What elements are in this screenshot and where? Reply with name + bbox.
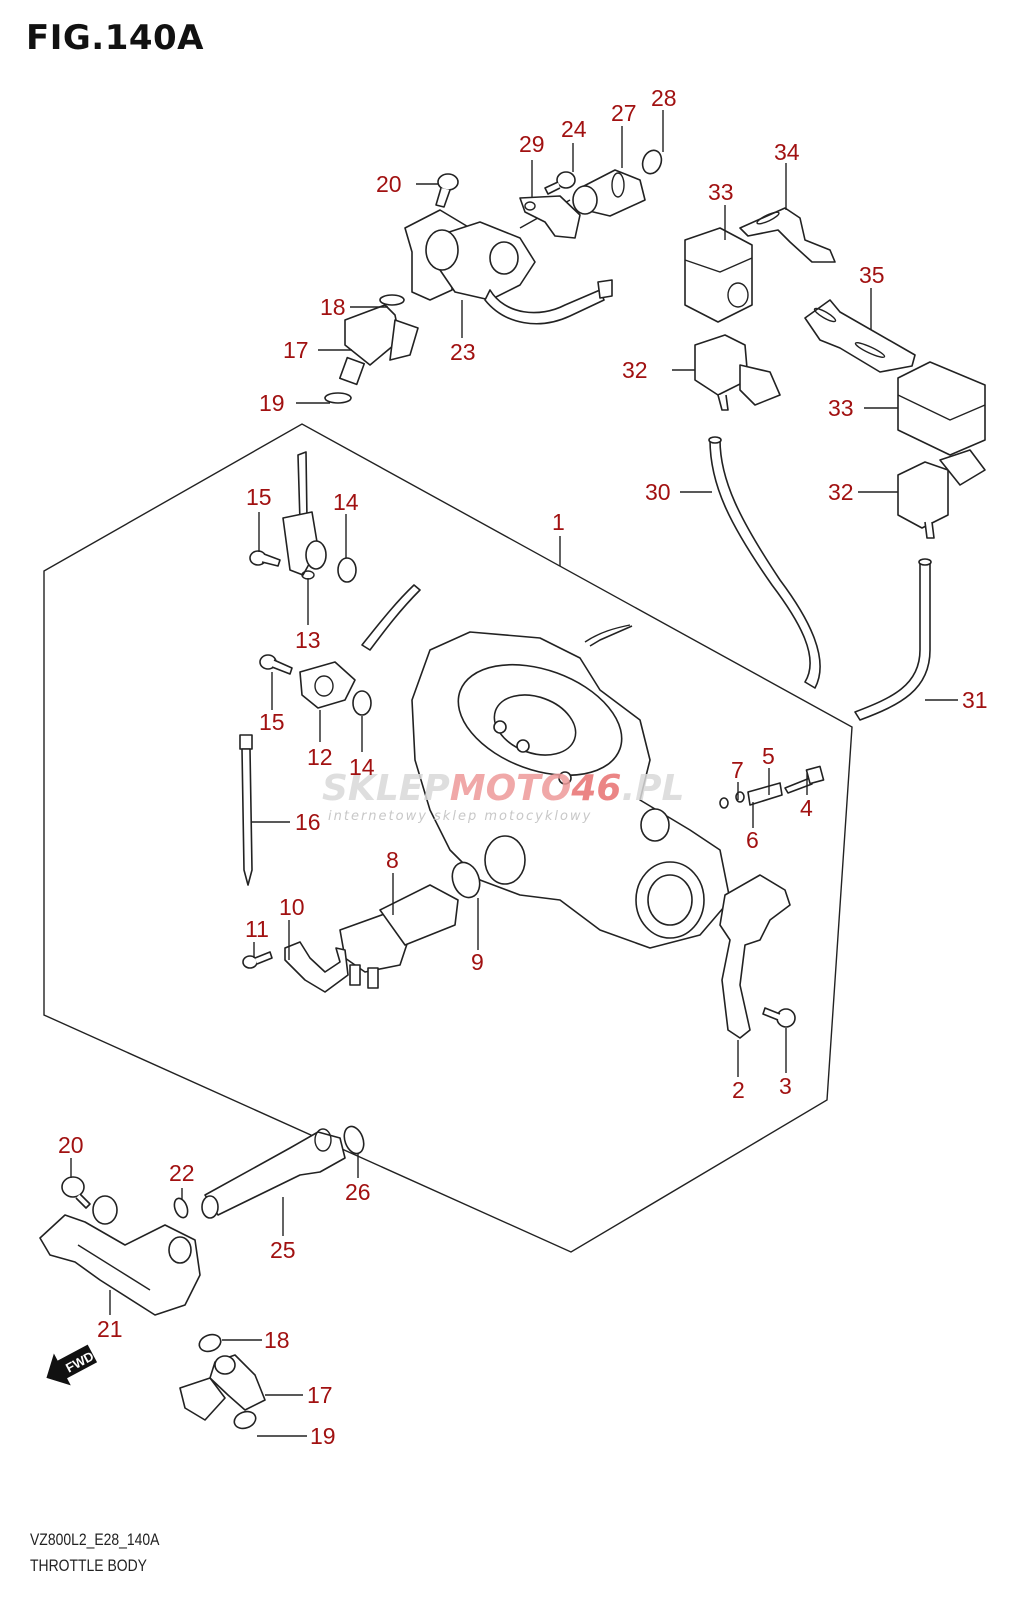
hose-31 (854, 561, 931, 721)
callout-18a: 18 (320, 294, 346, 320)
callout-21: 21 (97, 1316, 123, 1342)
callout-8: 8 (386, 847, 399, 873)
sensor-8 (339, 884, 459, 989)
callout-20a: 20 (376, 171, 402, 197)
callout-17a: 17 (283, 337, 309, 363)
o-ring-28 (641, 149, 663, 175)
callout-23: 23 (450, 339, 476, 365)
svg-text:internetowy sklep motocyklowy: internetowy sklep motocyklowy (328, 809, 592, 824)
callout-34: 34 (774, 139, 800, 165)
o-ring-9 (451, 861, 481, 899)
throttle-body-1 (411, 624, 731, 949)
joint-27 (572, 169, 646, 217)
callout-15a: 15 (246, 484, 272, 510)
callout-3: 3 (779, 1073, 792, 1099)
clamp-10 (284, 941, 349, 993)
callout-20b: 20 (58, 1132, 84, 1158)
callout-33a: 33 (708, 179, 734, 205)
bracket-35 (804, 299, 916, 373)
injector-upper (324, 294, 419, 404)
sensor-32-upper (694, 334, 781, 411)
callout-14a: 14 (333, 489, 359, 515)
callout-2: 2 (732, 1077, 745, 1103)
callout-5: 5 (762, 743, 775, 769)
idle-screw-set (719, 765, 825, 809)
screw-15-upper (249, 550, 281, 567)
callout-19b: 19 (310, 1423, 336, 1449)
callout-26: 26 (345, 1179, 371, 1205)
bracket-2 (719, 874, 791, 1039)
delivery-pipe-21 (39, 1195, 201, 1316)
callout-27: 27 (611, 100, 637, 126)
o-ring-26 (343, 1125, 365, 1155)
screw-15-lower (259, 654, 293, 675)
o-ring-14-lower (352, 690, 372, 716)
screw-3 (762, 1007, 796, 1028)
callout-13: 13 (295, 627, 321, 653)
callout-19a: 19 (259, 390, 285, 416)
callout-31: 31 (962, 687, 988, 713)
screw-11 (242, 951, 273, 969)
sensor-32-lower (897, 449, 986, 539)
callout-1: 1 (552, 509, 565, 535)
callout-11: 11 (245, 916, 269, 942)
plate-29 (519, 195, 581, 239)
seal-19-lower (233, 1410, 257, 1430)
callout-15b: 15 (259, 709, 285, 735)
delivery-pipe-upper (404, 199, 613, 325)
hose-30 (709, 439, 821, 689)
callout-17b: 17 (307, 1382, 333, 1408)
callout-29: 29 (519, 131, 545, 157)
callout-35: 35 (859, 262, 885, 288)
model-code: VZ800L2_E28_140A (30, 1530, 160, 1549)
callout-labels: 1 2 3 4 5 6 7 8 9 10 11 12 13 14 14 15 1… (58, 85, 988, 1449)
leader-lines (70, 110, 958, 1437)
screw-20-lower (61, 1176, 91, 1209)
screw-20-upper (435, 173, 459, 208)
callout-28: 28 (651, 85, 677, 111)
callout-33b: 33 (828, 395, 854, 421)
cover-33-upper (684, 227, 753, 323)
callout-6: 6 (746, 827, 759, 853)
figure-caption: THROTTLE BODY (30, 1556, 147, 1575)
figure-title: FIG.140A (26, 18, 204, 58)
cable-tie-16 (239, 734, 253, 886)
o-ring-22 (173, 1197, 189, 1219)
joint-pipe-25 (201, 1128, 346, 1219)
sensor-13 (282, 451, 327, 580)
svg-text:SKLEPMOTO46.PL: SKLEPMOTO46.PL (322, 768, 684, 809)
sensor-12 (299, 584, 421, 709)
callout-30: 30 (645, 479, 671, 505)
callout-18b: 18 (264, 1327, 290, 1353)
callout-9: 9 (471, 949, 484, 975)
fwd-arrow-icon: FWD (46, 1344, 98, 1386)
callout-24: 24 (561, 116, 587, 142)
o-ring-14-upper (337, 557, 357, 583)
o-ring-18-lower (198, 1333, 222, 1353)
callout-25: 25 (270, 1237, 296, 1263)
bracket-34 (739, 207, 836, 263)
callout-4: 4 (800, 795, 813, 821)
screw-24 (544, 171, 576, 195)
callout-12: 12 (307, 744, 333, 770)
callout-14b: 14 (349, 754, 375, 780)
callout-7: 7 (731, 757, 744, 783)
callout-22: 22 (169, 1160, 195, 1186)
callout-32a: 32 (622, 357, 648, 383)
callout-10: 10 (279, 894, 305, 920)
figure-footer: VZ800L2_E28_140A THROTTLE BODY (30, 1527, 159, 1579)
cover-33-lower (897, 361, 986, 456)
watermark: SKLEPMOTO46.PL internetowy sklep motocyk… (322, 768, 684, 824)
callout-16: 16 (295, 809, 321, 835)
injector-17-lower (179, 1354, 266, 1421)
assembly-outline (43, 423, 853, 1253)
callout-32b: 32 (828, 479, 854, 505)
